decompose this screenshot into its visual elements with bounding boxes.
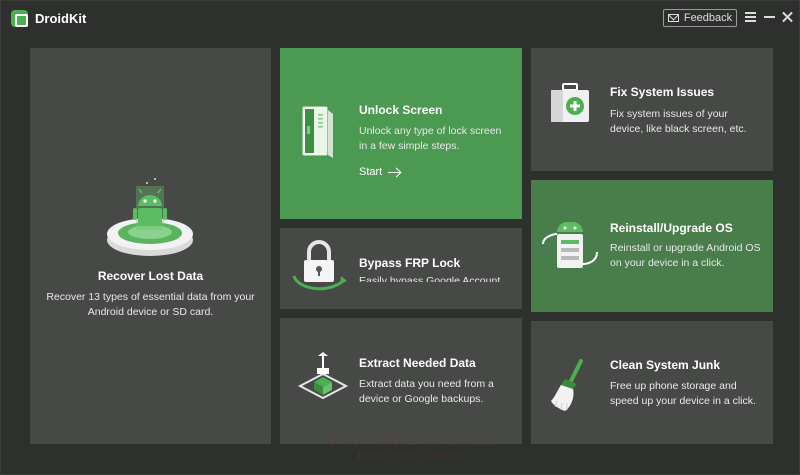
droidkit-logo-icon [11, 10, 28, 27]
bypass-title: Bypass FRP Lock [359, 256, 461, 270]
fix-system-issues-tile[interactable]: Fix System Issues Fix system issues of y… [531, 48, 773, 171]
start-label: Start [359, 166, 383, 178]
bypass-frp-lock-tile[interactable]: Bypass FRP Lock Easily bypass Google Acc… [280, 228, 522, 309]
arrow-right-icon [388, 171, 401, 173]
recover-lost-data-tile[interactable]: Recover Lost Data Recover 13 types of es… [30, 48, 271, 444]
unlock-screen-tile[interactable]: Unlock Screen Unlock any type of lock sc… [280, 48, 522, 219]
feedback-label: Feedback [683, 12, 733, 24]
reinstall-title: Reinstall/Upgrade OS [610, 221, 733, 235]
extract-needed-data-tile[interactable]: Extract Needed Data Extract data you nee… [280, 318, 522, 444]
clean-desc: Free up phone storage and speed up your … [610, 380, 756, 407]
bypass-desc: Easily bypass Google Account [359, 275, 501, 282]
reinstall-upgrade-os-tile[interactable]: Reinstall/Upgrade OS Reinstall or upgrad… [531, 180, 773, 312]
clean-system-junk-tile[interactable]: Clean System Junk Free up phone storage … [531, 321, 773, 444]
close-icon[interactable] [781, 9, 795, 25]
app-title: DroidKit [35, 11, 87, 26]
extract-desc: Extract data you need from a device or G… [359, 378, 494, 405]
broom-icon [551, 359, 583, 411]
unlock-start-link[interactable]: Start [359, 166, 401, 178]
toolkit-icon [551, 83, 589, 122]
clean-title: Clean System Junk [610, 358, 721, 372]
watermark-line2: Review · Deal · Giveaway [357, 451, 465, 462]
watermark: TOPWAREONSALE Review · Deal · Giveaway [306, 429, 516, 462]
minimize-icon[interactable] [763, 9, 777, 25]
unlock-title: Unlock Screen [359, 103, 443, 117]
fix-desc: Fix system issues of your device, like b… [610, 108, 747, 135]
recover-desc: Recover 13 types of essential data from … [46, 291, 255, 318]
padlock-icon [292, 240, 347, 291]
fix-title: Fix System Issues [610, 85, 715, 99]
feedback-button[interactable]: Feedback [663, 9, 737, 27]
android-recovery-icon [107, 178, 193, 256]
extract-box-icon [297, 352, 349, 400]
menu-icon[interactable] [744, 9, 758, 25]
recover-title: Recover Lost Data [97, 269, 204, 283]
android-os-icon [542, 222, 598, 268]
unlock-desc: Unlock any type of lock screen in a few … [359, 125, 502, 152]
mail-icon [667, 14, 679, 22]
phone-lock-icon [302, 106, 333, 158]
extract-title: Extract Needed Data [359, 356, 476, 370]
reinstall-desc: Reinstall or upgrade Android OS on your … [610, 242, 761, 269]
watermark-line1: TOPWAREONSALE [326, 429, 496, 449]
title-bar: DroidKit Feedback [1, 1, 799, 35]
